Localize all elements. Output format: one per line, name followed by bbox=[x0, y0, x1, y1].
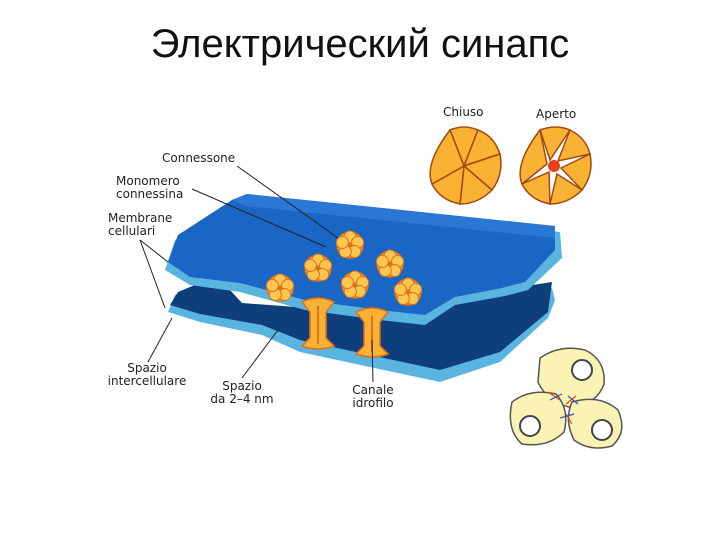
connexon-open-illustration bbox=[520, 127, 591, 204]
label-canale-idrofilo: Canale idrofilo bbox=[338, 384, 408, 410]
label-membrane-cellulari: Membrane cellulari bbox=[108, 212, 172, 238]
coupled-cells-illustration bbox=[510, 348, 621, 448]
label-spazio-intercellulare: Spazio intercellulare bbox=[102, 362, 192, 388]
label-monomero-connessina: Monomero connessina bbox=[116, 175, 183, 201]
label-chiuso: Chiuso bbox=[443, 106, 484, 119]
label-connessone: Connessone bbox=[162, 152, 235, 165]
label-aperto: Aperto bbox=[536, 108, 576, 121]
label-spazio-nm: Spazio da 2–4 nm bbox=[200, 380, 284, 406]
connexon-closed-illustration bbox=[430, 127, 501, 204]
